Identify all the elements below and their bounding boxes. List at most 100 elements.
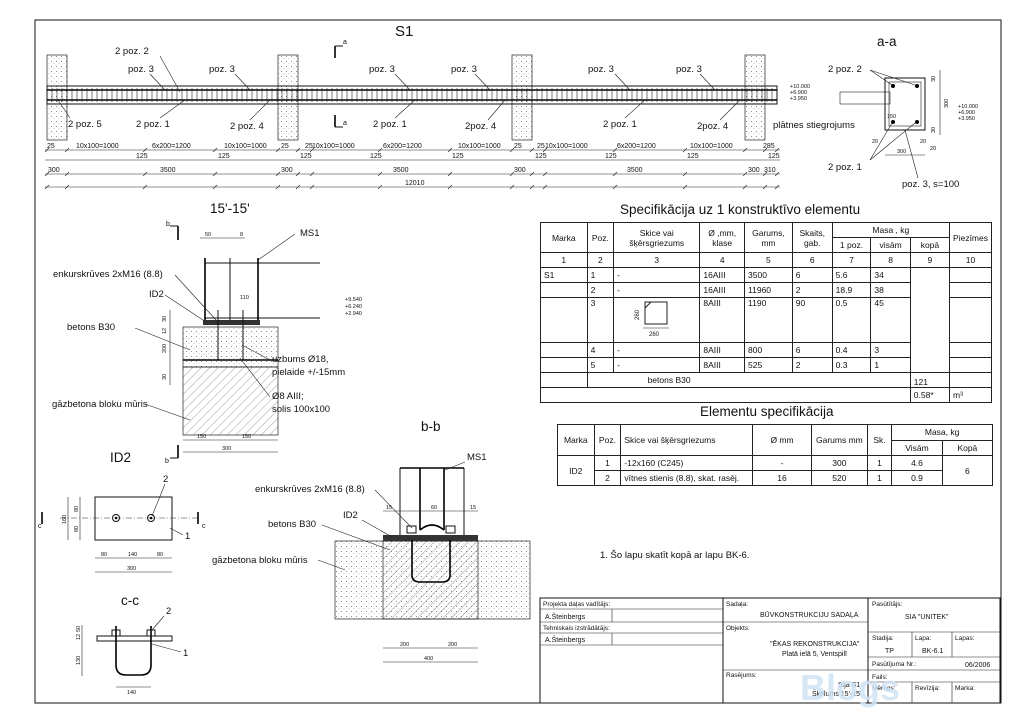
table-cell: -: [613, 267, 701, 283]
table-cell: -: [613, 357, 701, 373]
spec1-header: Piezīmes: [949, 222, 992, 253]
tb-label: Rasējums:: [726, 672, 757, 679]
s1-level: +6.900: [790, 90, 807, 96]
table-cell: 6: [791, 342, 833, 358]
spec2-header: Garums mm: [811, 424, 868, 456]
cc-label: 1: [183, 648, 188, 659]
tb-label: Pasūtītājs:: [872, 601, 903, 608]
section-bb: b-b MS1 enkurskrūves 2xM16 (8.8) ID2 bet…: [212, 419, 531, 663]
aa-dim: 20: [872, 139, 878, 145]
dim-text: 125: [218, 153, 230, 160]
dim-text: 310: [764, 167, 776, 174]
table-cell: [540, 357, 588, 373]
bb-dim: 200: [448, 642, 457, 648]
table-cell: 0.4: [831, 342, 872, 358]
cc-dim: 140: [127, 690, 136, 696]
tb-value: Sija S1: [838, 682, 860, 689]
table-cell: 1: [593, 455, 622, 471]
tb-value: TP: [885, 648, 894, 655]
id2-dim: 80: [101, 552, 107, 558]
s1515-dim: 8: [240, 232, 243, 238]
s1515-label: uzbums Ø18,: [272, 354, 329, 365]
dim-text: 3500: [160, 167, 176, 174]
table-row: 2 - 16AIII 11960 2 18.9 38: [540, 282, 992, 298]
table-cell: 800: [744, 342, 793, 358]
bb-label: gāzbetona bloku mūris: [212, 555, 308, 566]
sheet-border: [34, 19, 1002, 704]
table-cell: -: [751, 455, 813, 471]
s1-label: 2 poz. 1: [603, 119, 637, 130]
table-cell: [949, 297, 992, 343]
spec1-colnum: 9: [909, 252, 951, 268]
table-cell: 0.5: [831, 297, 872, 343]
aa-dim: 20: [930, 146, 936, 152]
table-cell: 45: [870, 297, 911, 343]
aa-label: poz. 3, s=100: [902, 179, 959, 190]
dim-text: 25: [305, 143, 313, 150]
table-cell: [949, 267, 992, 283]
aa-label: plātnes stiegrojums: [773, 120, 855, 131]
section-aa: a-a 2 poz. 2 plātnes stiegrojums 2 poz. …: [773, 34, 978, 190]
spec1-header: 1 poz.: [831, 237, 872, 253]
table-cell: 2: [791, 357, 833, 373]
table-cell: 18.9: [831, 282, 872, 298]
aa-dim: 30: [931, 76, 937, 82]
dim-text: 300: [748, 167, 760, 174]
s1515-label: Ø8 AIII;: [272, 391, 304, 402]
s1-level: +3.950: [790, 96, 807, 102]
dim-text: 10x100=1000: [224, 143, 267, 150]
aa-label: 2 poz. 2: [828, 64, 862, 75]
tb-label: Lapa:: [915, 635, 931, 642]
s1515-dim: 150: [242, 434, 251, 440]
spec2-header: Poz.: [593, 424, 622, 456]
bb-label: enkurskrūves 2xM16 (8.8): [255, 484, 365, 495]
table-cell: -: [613, 342, 701, 358]
table-cell: -: [613, 282, 701, 298]
spec1-colnum: 4: [699, 252, 746, 268]
table-cell: 1190: [744, 297, 793, 343]
bb-label: betons B30: [268, 519, 316, 530]
table-row: 0.58* m³: [540, 387, 992, 403]
spec1-colnum: 3: [613, 252, 701, 268]
aa-dim: 300: [897, 149, 906, 155]
table-cell: 5.6: [831, 267, 872, 283]
id2-label: c: [38, 523, 42, 530]
table-cell: ID2: [557, 455, 595, 486]
tb-label: Revīzija:: [915, 685, 940, 692]
title-block: Projekta daļas vadītājs: A.Šteinbergs Te…: [539, 597, 1001, 708]
table-cell: 38: [870, 282, 911, 298]
cc-dim: 50: [76, 626, 82, 632]
spec1-header: Masa , kg: [831, 222, 951, 238]
table-cell: 1: [870, 357, 911, 373]
s1515-label: solis 100x100: [272, 404, 330, 415]
s1-label: 2 poz. 1: [136, 119, 170, 130]
table-cell: 16: [751, 470, 813, 486]
table-row: 3 260 260 8AIII 1190 90 0.5 45: [540, 297, 992, 343]
aa-level: +6.900: [958, 110, 975, 116]
spec1-header: Ø ,mm, klase: [699, 222, 746, 253]
cc-dim: 130: [76, 656, 82, 665]
tb-label: Projekta daļas vadītājs:: [543, 601, 610, 608]
s1515-dim: 12: [162, 328, 168, 334]
table-cell: m³: [949, 387, 992, 403]
dim-text: 6x200=1200: [617, 143, 656, 150]
sketch-dim: 260: [635, 309, 641, 320]
spec1-header: Skice vai šķērsgriezums: [613, 222, 701, 253]
id2-detail: ID2 2 1 c c 80 140 80 300 80 80 160: [38, 450, 206, 573]
s1515-label: pielaide +/-15mm: [272, 367, 345, 378]
dim-text: 300: [514, 167, 526, 174]
s1515-dim: 30: [162, 316, 168, 322]
s1515-level: +9.540: [345, 297, 362, 303]
tb-label: Objekts:: [726, 625, 750, 632]
s1515-dim: 50: [205, 232, 211, 238]
table-cell: 5: [586, 357, 615, 373]
sketch-dim: 260: [649, 332, 660, 338]
s1-level: +10.000: [790, 84, 810, 90]
table-cell: betons B30: [586, 372, 911, 388]
table-cell: 3: [586, 297, 615, 343]
s1-label: poz. 3: [676, 64, 702, 75]
dim-text: 25: [537, 143, 545, 150]
dim-text: 125: [605, 153, 617, 160]
aa-dim: 150: [887, 114, 896, 120]
table-cell: 0.3: [831, 357, 872, 373]
